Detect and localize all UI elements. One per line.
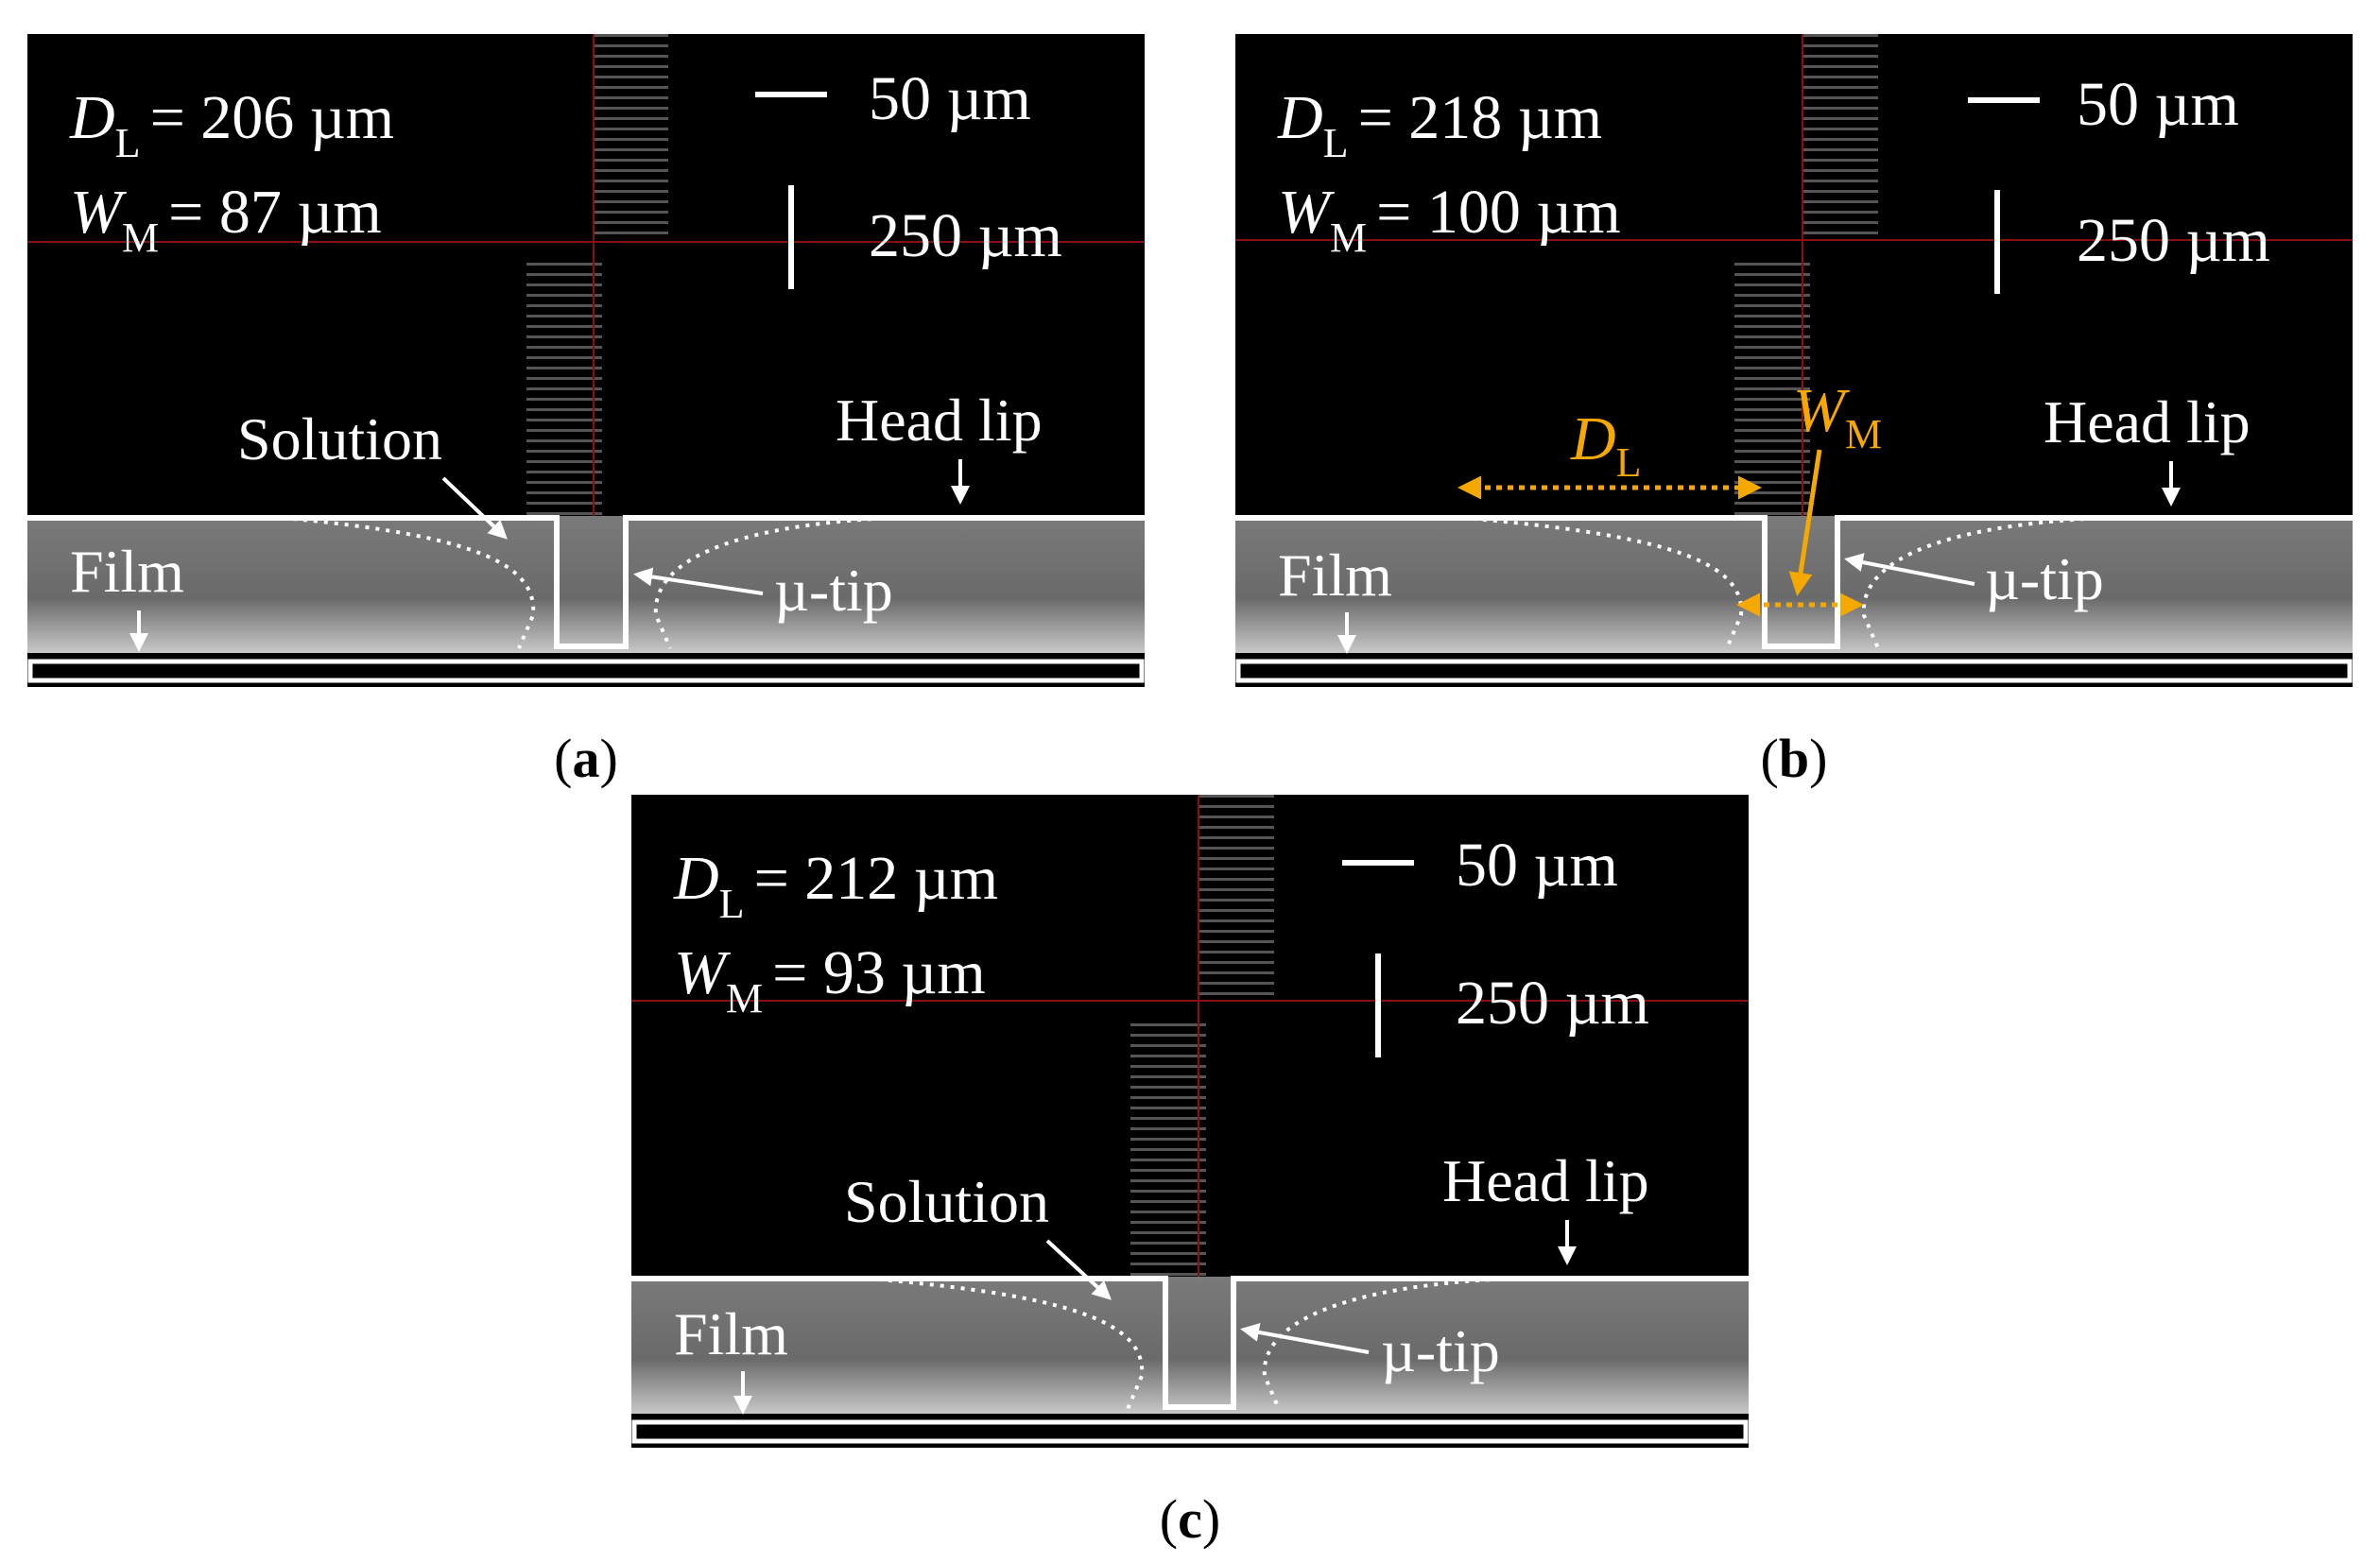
label-head-lip: Head lip: [1442, 1147, 1649, 1214]
wm-readout: WM= 93 µm: [674, 938, 986, 1022]
substrate-bar: [631, 1419, 1749, 1444]
head-lip-outline: [1235, 515, 2353, 649]
label-head-lip: Head lip: [2044, 388, 2251, 455]
label-tip: µ-tip: [774, 557, 893, 624]
label-film: Film: [1278, 541, 1392, 609]
label-solution: Solution: [237, 405, 442, 472]
dl-readout: DL= 206 µm: [69, 83, 394, 166]
meniscus-right: [1861, 516, 2106, 649]
scale-label-horizontal: 50 µm: [869, 64, 1031, 133]
tip-arrow: [633, 567, 764, 595]
panel-a-caption: (a): [554, 728, 618, 789]
label-tip: µ-tip: [1985, 545, 2104, 612]
wm-annotation: WM: [1793, 376, 1882, 457]
panel-a: DL= 206 µm WM= 87 µm 50 µm 250 µm Soluti…: [27, 34, 1145, 687]
wm-pointer-arrow: [1788, 449, 1822, 596]
dl-readout: DL= 212 µm: [673, 844, 998, 927]
scale-label-vertical: 250 µm: [2077, 206, 2270, 275]
film-region: [27, 516, 1145, 653]
film-region: [631, 1277, 1749, 1414]
head-lip-outline: [27, 515, 1145, 649]
dl-annotation: DL: [1570, 404, 1642, 486]
panel-c-caption: (c): [1160, 1488, 1220, 1550]
grating-top: [593, 34, 668, 242]
label-film: Film: [70, 538, 184, 605]
tip-arrow: [1240, 1323, 1370, 1354]
wm-readout: WM= 87 µm: [70, 178, 382, 261]
label-film: Film: [674, 1300, 788, 1367]
grating-bottom: [1130, 1017, 1206, 1300]
substrate-bar: [27, 659, 1145, 683]
scale-label-vertical: 250 µm: [1456, 969, 1649, 1038]
solution-arrow: [1045, 1239, 1112, 1300]
label-head-lip: Head lip: [836, 386, 1043, 454]
label-solution: Solution: [844, 1168, 1049, 1235]
panel-c: DL= 212 µm WM= 93 µm 50 µm 250 µm Soluti…: [631, 795, 1749, 1448]
scale-label-horizontal: 50 µm: [2077, 70, 2239, 139]
meniscus-right: [653, 516, 893, 649]
wm-readout: WM= 100 µm: [1278, 178, 1621, 261]
meniscus-left: [282, 516, 536, 649]
panel-b: DL= 218 µm WM= 100 µm 50 µm 250 µm Head …: [1235, 34, 2353, 687]
scale-label-horizontal: 50 µm: [1456, 831, 1618, 900]
meniscus-right: [1262, 1277, 1511, 1410]
head-lip-outline: [631, 1276, 1749, 1410]
grating-top: [1802, 34, 1878, 242]
grating-top: [1199, 795, 1274, 1003]
grating-bottom: [526, 256, 602, 540]
film-region: [1235, 516, 2353, 653]
scale-label-vertical: 250 µm: [869, 201, 1062, 270]
panel-b-caption: (b): [1761, 728, 1828, 789]
substrate-bar: [1235, 659, 2353, 683]
label-tip: µ-tip: [1381, 1317, 1500, 1384]
tip-arrow: [1844, 553, 1975, 586]
dl-readout: DL= 218 µm: [1277, 83, 1602, 166]
solution-arrow: [441, 476, 508, 540]
